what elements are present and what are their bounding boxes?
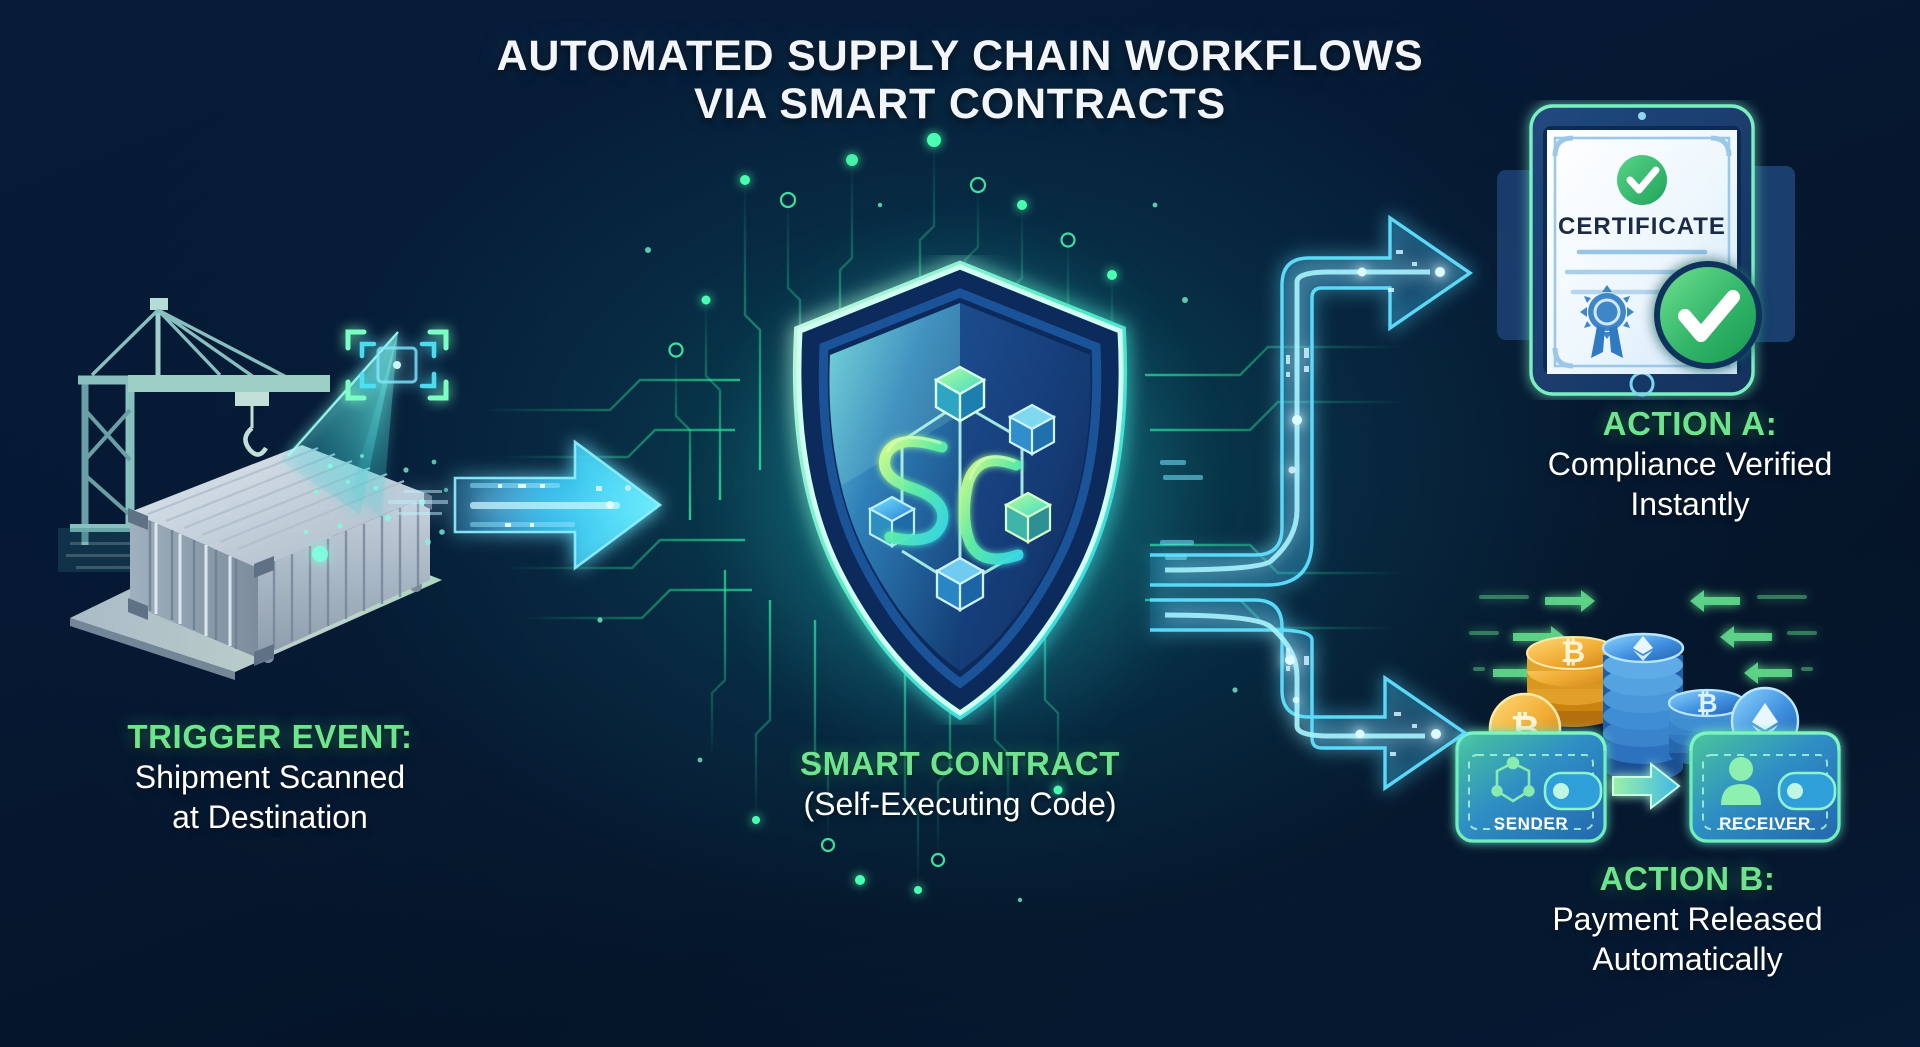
contract-caption: SMART CONTRACT (Self-Executing Code) <box>640 745 1280 824</box>
compliance-certificate-illustration: CERTIFICATE <box>1497 104 1795 397</box>
gantry-crane-icon <box>70 298 330 545</box>
trigger-heading: TRIGGER EVENT: <box>127 718 413 755</box>
action-a-detail-1: Compliance Verified <box>1547 445 1833 482</box>
action-a-detail-2: Instantly <box>1630 486 1750 523</box>
wallet-clasp-receiver <box>1777 771 1837 811</box>
smart-contract-shield <box>700 210 1220 770</box>
svg-text:₿: ₿ <box>1696 688 1717 718</box>
certificate-label: CERTIFICATE <box>1558 213 1726 240</box>
sc-monogram <box>879 436 1024 565</box>
sender-wallet: SENDER <box>1455 731 1607 843</box>
trigger-detail-2: at Destination <box>172 799 368 836</box>
contract-detail-1: (Self-Executing Code) <box>803 785 1117 822</box>
person-glyph <box>1721 757 1761 805</box>
trigger-event-illustration <box>58 298 449 680</box>
payment-release-illustration: ₿ ₿ <box>1455 590 1841 843</box>
transfer-arrow <box>1612 761 1681 811</box>
seal-ribbon-icon <box>1580 285 1634 358</box>
svg-text:₿: ₿ <box>1561 636 1585 669</box>
certificate-check-badge <box>1617 155 1667 205</box>
action-b-heading: ACTION B: <box>1599 860 1776 897</box>
ethereum-glyph <box>1633 636 1653 661</box>
action-b-detail-2: Automatically <box>1592 941 1783 978</box>
action-b-caption: ACTION B: Payment Released Automatically <box>1455 860 1920 980</box>
action-a-heading: ACTION A: <box>1602 405 1778 442</box>
page-title: AUTOMATED SUPPLY CHAIN WORKFLOWS VIA SMA… <box>0 32 1920 128</box>
title-line-2: VIA SMART CONTRACTS <box>694 80 1226 129</box>
verified-check-icon <box>1654 261 1762 369</box>
trigger-detail-1: Shipment Scanned <box>134 758 406 795</box>
sender-label: SENDER <box>1494 814 1568 833</box>
receiver-wallet: RECEIVER <box>1689 731 1841 843</box>
wallet-clasp-sender <box>1543 771 1603 811</box>
action-a-caption: ACTION A: Compliance Verified Instantly <box>1465 405 1915 525</box>
receiver-label: RECEIVER <box>1719 814 1811 833</box>
scan-beam <box>280 331 399 518</box>
contract-heading: SMART CONTRACT <box>799 745 1121 782</box>
scan-target-icon <box>345 329 449 401</box>
trigger-caption: TRIGGER EVENT: Shipment Scanned at Desti… <box>60 718 480 838</box>
title-line-1: AUTOMATED SUPPLY CHAIN WORKFLOWS <box>496 32 1424 80</box>
action-b-detail-1: Payment Released <box>1552 900 1823 937</box>
blockchain-wallet-glyph <box>1491 756 1535 803</box>
sc-monogram-highlight <box>886 436 1016 481</box>
